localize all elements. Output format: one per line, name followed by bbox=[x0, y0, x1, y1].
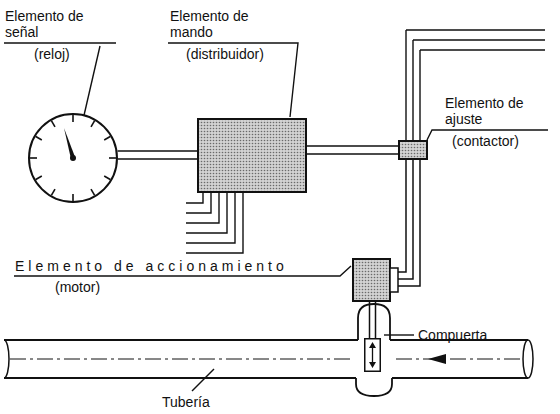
pipe-shape bbox=[0, 340, 530, 378]
clock-face bbox=[29, 114, 117, 202]
distributor-body bbox=[198, 119, 306, 192]
dial-tick bbox=[91, 121, 95, 127]
dial-tick bbox=[36, 137, 42, 141]
clock-dial: Elemento de señal(reloj) bbox=[28, 113, 118, 203]
dial-tick bbox=[72, 115, 74, 122]
leader-line bbox=[82, 46, 100, 124]
gate-slide: Compuerta bbox=[364, 338, 381, 372]
part-sublabel: (distribuidor) bbox=[186, 46, 264, 62]
wire-connector bbox=[370, 302, 376, 338]
clock-dial-shape bbox=[28, 113, 118, 203]
contactor-body bbox=[399, 141, 427, 159]
clock-pivot bbox=[70, 155, 76, 161]
part-label: Elemento de ajuste bbox=[445, 95, 527, 127]
dial-tick bbox=[30, 157, 37, 159]
wire-connector bbox=[398, 160, 420, 286]
distributor-box-shape bbox=[197, 118, 307, 193]
gate-motion-head bbox=[369, 342, 376, 368]
gate-body bbox=[365, 339, 381, 372]
dial-tick bbox=[72, 194, 74, 201]
part-label: Elemento de señal bbox=[5, 8, 87, 40]
pipe-end bbox=[523, 340, 533, 378]
wire-connector bbox=[307, 146, 398, 154]
pipe-end bbox=[4, 340, 9, 378]
pipe-wall bbox=[4, 340, 528, 378]
dial-tick bbox=[36, 176, 42, 180]
label-rule bbox=[4, 42, 116, 43]
gate-slide-shape bbox=[364, 338, 381, 372]
dial-tick bbox=[52, 121, 56, 127]
part-label: Elemento de mando bbox=[170, 8, 252, 40]
leader-line bbox=[384, 334, 414, 335]
supply-wire bbox=[406, 30, 420, 140]
distributor-box: Elemento de mando(distribuidor) bbox=[197, 118, 307, 193]
dial-tick bbox=[104, 176, 110, 180]
part-sublabel: (contactor) bbox=[452, 133, 519, 149]
motor-box: Elemento de accionamiento(motor) bbox=[352, 258, 398, 302]
flow-arrow bbox=[428, 354, 446, 364]
label-rule bbox=[168, 43, 298, 117]
dial-tick bbox=[109, 157, 116, 159]
supply-line bbox=[406, 30, 545, 50]
part-label: Elemento de accionamiento bbox=[15, 258, 288, 274]
motor-body bbox=[353, 259, 390, 301]
motor-terminal bbox=[390, 268, 398, 292]
dial-tick bbox=[91, 189, 95, 195]
motor-box-shape bbox=[352, 258, 398, 302]
contactor-box: Elemento de ajuste(contactor) bbox=[398, 140, 428, 160]
clock-hand bbox=[64, 128, 75, 159]
part-sublabel: (motor) bbox=[55, 279, 100, 295]
gate-housing bbox=[356, 304, 392, 396]
wire-connector bbox=[118, 151, 198, 159]
part-label: Tubería bbox=[162, 394, 210, 410]
contactor-box-shape bbox=[398, 140, 428, 160]
part-sublabel: (reloj) bbox=[34, 46, 70, 62]
gate-motion bbox=[372, 346, 373, 364]
dial-tick bbox=[104, 137, 110, 141]
dial-tick bbox=[52, 189, 56, 195]
leader-line bbox=[192, 369, 214, 391]
output-wire bbox=[186, 193, 243, 253]
pipe: Tubería bbox=[0, 340, 530, 378]
